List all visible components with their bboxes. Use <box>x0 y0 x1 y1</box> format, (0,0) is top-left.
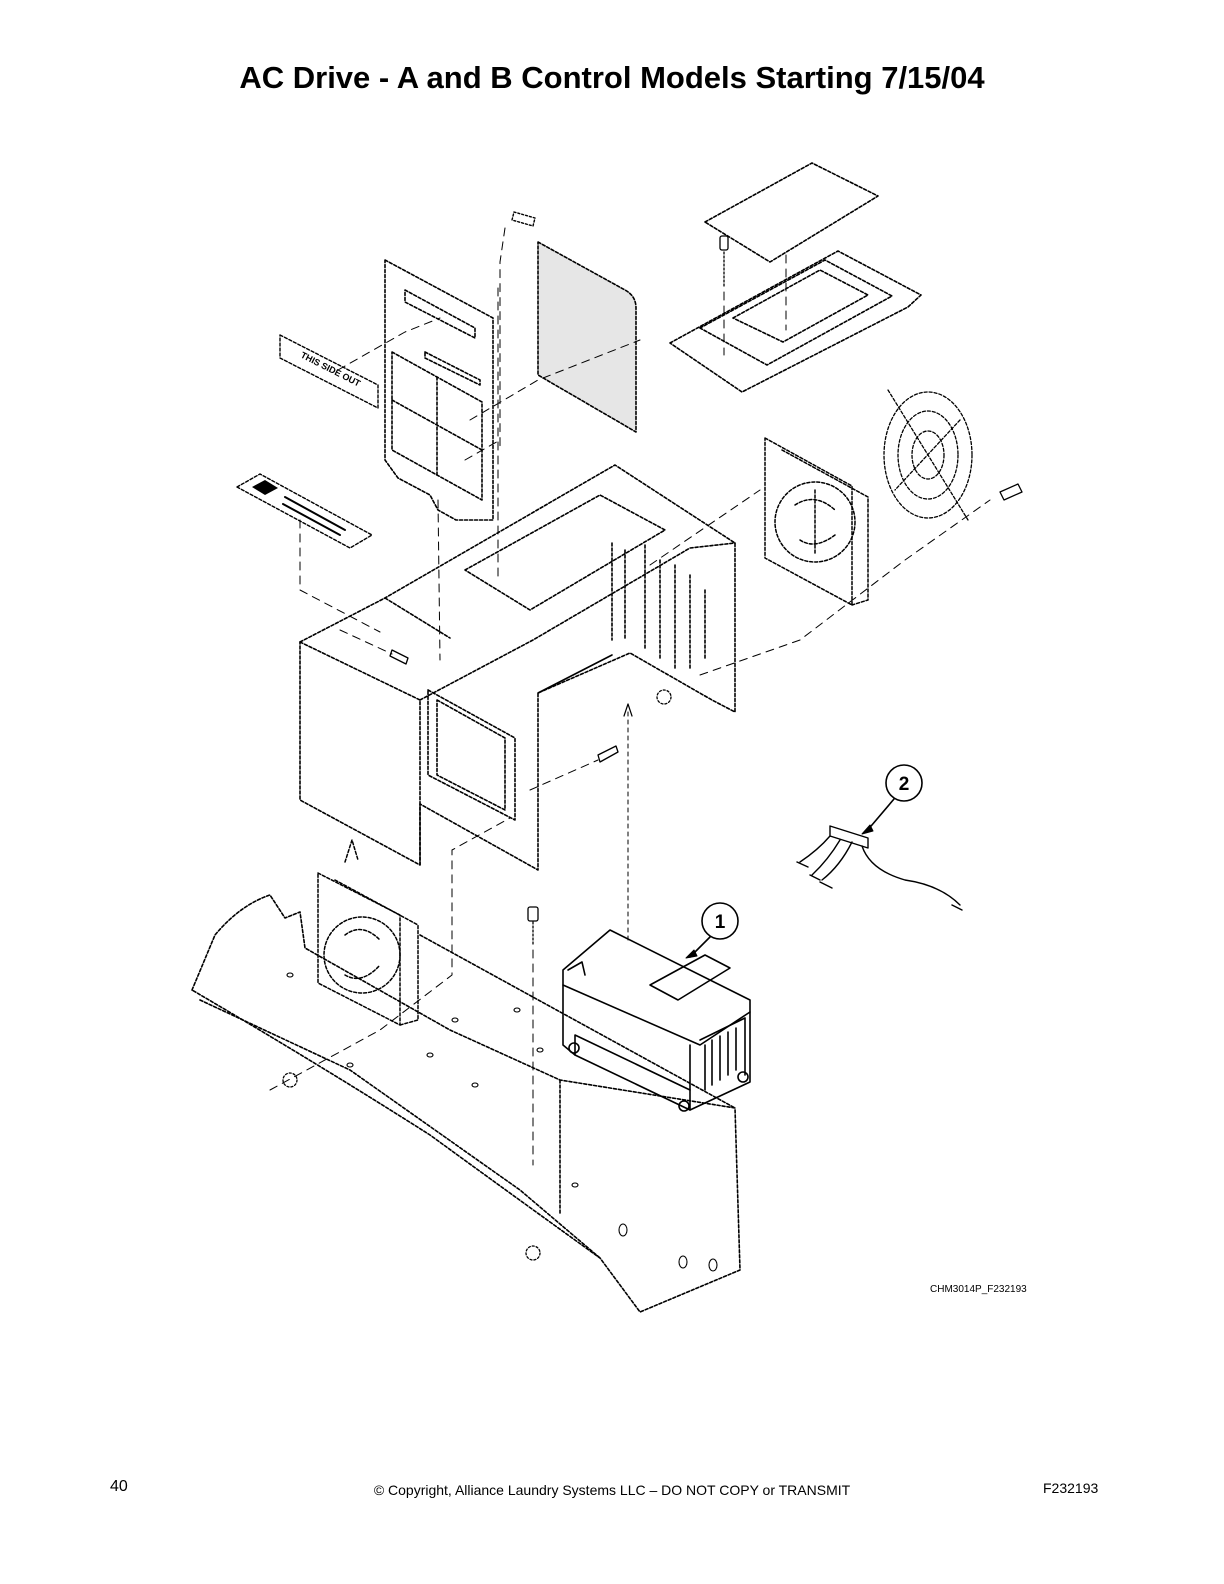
ac-drive-unit <box>562 929 751 1112</box>
screws <box>339 483 1023 946</box>
base-panel <box>191 894 741 1313</box>
document-id: F232193 <box>1043 1480 1099 1496</box>
right-fan <box>764 437 869 606</box>
base-holes <box>286 972 718 1272</box>
callout-1-label: 1 <box>715 912 726 933</box>
page-title: AC Drive - A and B Control Models Starti… <box>239 60 985 95</box>
chassis-bracket <box>299 464 736 871</box>
copyright-notice: © Copyright, Alliance Laundry Systems LL… <box>373 1482 851 1498</box>
warning-label <box>236 473 373 549</box>
top-cover-screw <box>719 235 729 289</box>
callout-2: 2 <box>861 764 923 835</box>
wire-harness <box>796 825 963 911</box>
page-number: 40 <box>110 1478 128 1495</box>
callout-1: 1 <box>685 902 739 959</box>
keypad-mounting-plate <box>384 259 494 521</box>
left-fan <box>317 839 419 1026</box>
this-side-out-text: THIS SIDE OUT <box>299 350 362 389</box>
top-cover-gasket <box>669 162 922 393</box>
drawing-reference-code: CHM3014P_F232193 <box>930 1284 1027 1295</box>
this-side-out-label: THIS SIDE OUT <box>279 334 379 409</box>
filler-panel <box>537 241 637 433</box>
callout-2-label: 2 <box>899 774 910 795</box>
fan-guard <box>883 389 973 521</box>
